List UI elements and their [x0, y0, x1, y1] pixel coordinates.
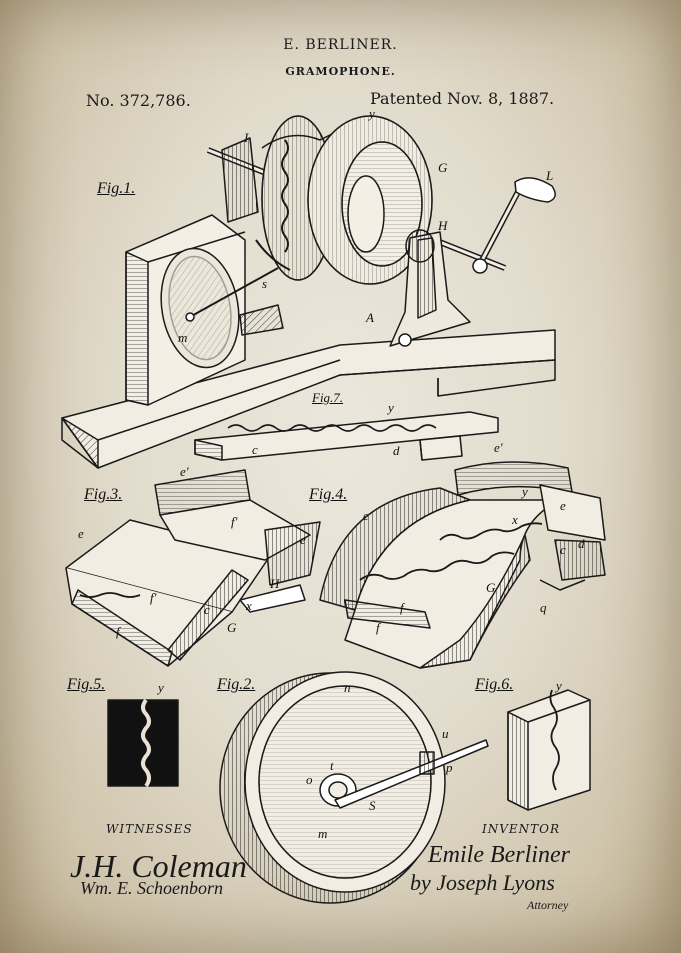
ref-f7-c: c	[252, 442, 258, 457]
fig7-label: Fig.7.	[312, 390, 344, 405]
ref-f3-c: c	[204, 602, 210, 617]
fig6-label: Fig.6.	[475, 676, 514, 693]
ref-f4-c: c	[560, 542, 566, 557]
inventor-heading: INVENTOR	[482, 822, 561, 836]
ref-f3-f1: f'	[231, 514, 238, 529]
ref-f1-y: y	[369, 106, 375, 121]
witness-signature-1: J.H. Coleman	[70, 848, 247, 884]
patent-title: GRAMOPHONE.	[285, 65, 396, 78]
figure-6-block	[507, 689, 591, 811]
ref-f1-A: A	[366, 310, 374, 325]
ref-f2-p: p	[446, 760, 453, 775]
patent-date: Patented Nov. 8, 1887.	[370, 89, 555, 108]
ref-f4-e2: e	[560, 498, 566, 513]
ref-f2-o: o	[306, 772, 313, 787]
ref-f3-f1b: f'	[150, 590, 157, 605]
ref-f1-m: m	[178, 330, 188, 345]
ref-f4-G: G	[486, 580, 496, 595]
ref-f4-e1: e'	[494, 440, 503, 455]
ref-f6-y: y	[556, 678, 562, 693]
ref-f2-m: m	[318, 826, 328, 841]
fig4-label: Fig.4.	[309, 486, 348, 503]
ref-f4-f: f	[400, 600, 404, 615]
ref-f4-d: d	[578, 536, 585, 551]
ref-f1-s: s	[262, 276, 268, 291]
ref-f4-y: y	[522, 484, 528, 499]
inventor-name: E. BERLINER.	[283, 37, 398, 53]
figure-7-strip	[194, 411, 499, 461]
ref-f1-G: G	[438, 160, 448, 175]
ref-f1-L: L	[546, 168, 554, 183]
figure-5-block	[107, 698, 179, 788]
ref-f5-y: y	[158, 680, 164, 695]
ref-f3-e1: e'	[180, 464, 189, 479]
ref-f3-f: f	[116, 624, 120, 639]
ref-f1-H: H	[438, 218, 448, 233]
ref-f7-y: y	[388, 400, 394, 415]
ref-f4-q: q	[540, 600, 547, 615]
figure-1-machine	[61, 115, 556, 469]
ref-f3-x: x	[246, 598, 252, 613]
ref-f4-e: e	[363, 508, 369, 523]
inventor-signature: Emile Berliner	[428, 842, 570, 868]
attorney-caption: Attorney	[527, 898, 569, 912]
patent-number: No. 372,786.	[86, 91, 191, 110]
ref-f7-d: d	[393, 443, 400, 458]
figure-4-segment	[319, 461, 606, 669]
ref-f3-G: G	[227, 620, 237, 635]
ref-f2-n: n	[344, 680, 351, 695]
figure-3-segment	[65, 469, 321, 667]
ref-f3-e2: e	[300, 532, 306, 547]
fig3-label: Fig.3.	[84, 486, 123, 503]
witness-signature-2: Wm. E. Schoenborn	[80, 878, 223, 898]
ref-f2-t: t	[330, 758, 334, 773]
ref-f2-u: u	[442, 726, 449, 741]
attorney-signature: by Joseph Lyons	[410, 870, 555, 895]
fig5-label: Fig.5.	[67, 676, 106, 693]
fig2-label: Fig.2.	[217, 676, 256, 693]
witnesses-heading: WITNESSES	[106, 822, 193, 836]
ref-f2-s: S	[369, 798, 376, 813]
figure-2-disc	[219, 671, 489, 904]
ref-f3-e: e	[78, 526, 84, 541]
ref-f4-x: x	[512, 512, 518, 527]
ref-f4-f2: f	[376, 620, 380, 635]
ref-f3-H: H	[270, 576, 280, 591]
fig1-label: Fig.1.	[97, 180, 136, 197]
ref-f1-I: I	[244, 130, 249, 145]
